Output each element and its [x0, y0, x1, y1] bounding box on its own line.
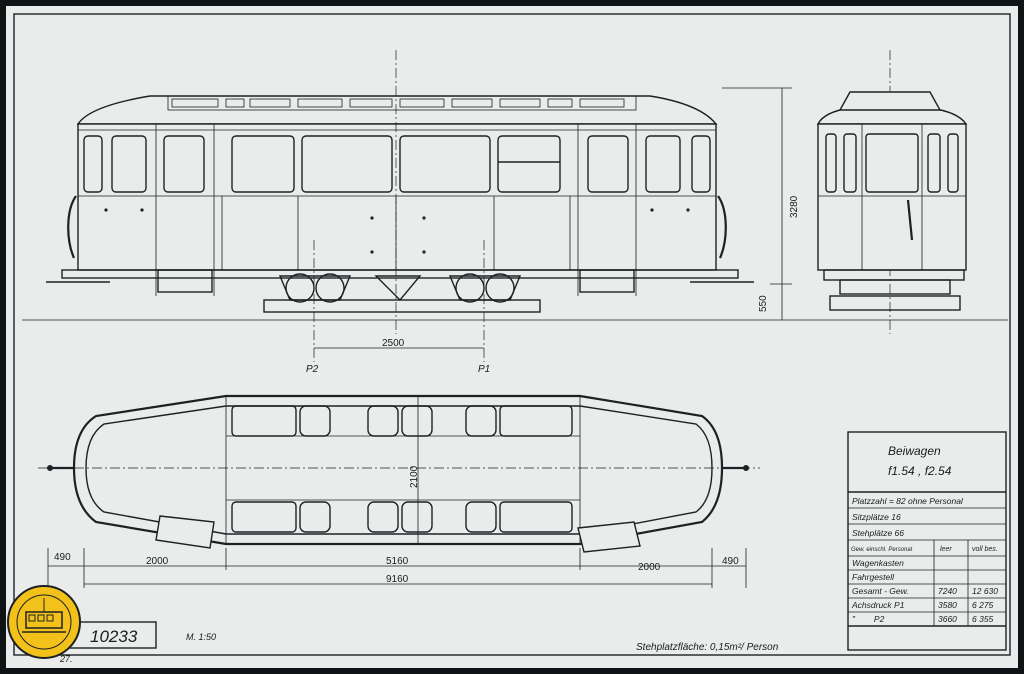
drawing-number: 10233	[90, 627, 138, 646]
weight-row-full: 6 355	[972, 614, 994, 624]
overhang-left-dimension: 490	[54, 552, 71, 563]
drawing-frame	[13, 13, 1011, 656]
plan-view	[47, 394, 749, 553]
tram-club-logo-icon	[7, 585, 81, 659]
scale-label: M. 1:50	[186, 632, 216, 642]
center-dimension: 5160	[386, 556, 409, 567]
end-left-dimension: 2000	[146, 556, 169, 567]
title-block-row: Sitzplätze 16	[852, 512, 901, 522]
weight-row-full: 12 630	[972, 586, 998, 596]
weight-row-empty: 3580	[938, 600, 957, 610]
weight-row-label: Wagenkasten	[852, 558, 904, 568]
title-block-row: Platzzahl = 82 ohne Personal	[852, 496, 964, 506]
width-dimension: 2100	[409, 465, 420, 488]
title-block-title: Beiwagen	[888, 444, 941, 458]
title-block-subtitle: f1.54 , f2.54	[888, 464, 952, 478]
height-dimension: 3280	[789, 195, 800, 218]
total-length-dimension: 9160	[386, 574, 409, 585]
weight-header-empty: leer	[940, 546, 952, 553]
end-right-dimension: 2000	[638, 562, 661, 573]
weight-row-label: Gesamt - Gew.	[852, 586, 909, 596]
floor-height-dimension: 550	[758, 295, 769, 312]
title-block-row: Stehplätze 66	[852, 528, 904, 538]
weight-header-label: Gew. einschl. Personal	[851, 547, 913, 553]
weight-row-label: Fahrgestell	[852, 572, 895, 582]
axle-label-p1: P1	[478, 364, 490, 375]
weight-row-label: Achsdruck P1	[851, 600, 905, 610]
weight-row-empty: 7240	[938, 586, 957, 596]
side-elevation	[46, 95, 754, 313]
overhang-right-dimension: 490	[722, 556, 739, 567]
date-note: 27.	[59, 654, 73, 664]
bogie-spacing-dimension: 2500	[382, 338, 405, 349]
weight-row-empty: 3660	[938, 614, 957, 624]
weight-header-full: voll bes.	[972, 546, 998, 553]
standing-area-note: Stehplatzfläche: 0,15m²/ Person	[636, 642, 779, 653]
axle-label-p2: P2	[306, 364, 319, 375]
end-view	[816, 91, 968, 311]
title-block: Beiwagen f1.54 , f2.54 Platzzahl = 82 oh…	[847, 431, 1007, 651]
weight-row-label: " P2	[852, 614, 885, 624]
weight-row-full: 6 275	[972, 600, 994, 610]
